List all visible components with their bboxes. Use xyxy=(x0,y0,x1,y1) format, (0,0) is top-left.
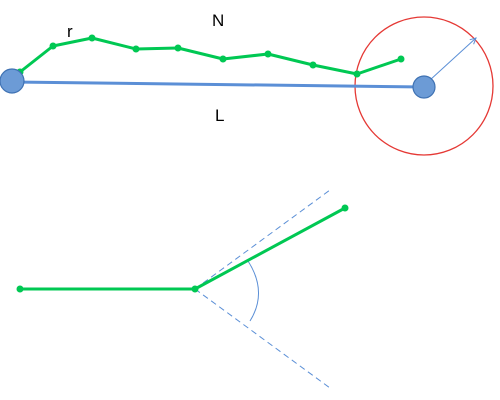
bond-segment-right xyxy=(194,206,346,291)
label-end-to-end: L xyxy=(215,106,224,125)
bead-icon xyxy=(264,50,272,58)
bead-icon xyxy=(88,34,96,42)
radius-arrow-icon xyxy=(429,38,476,81)
bead-icon xyxy=(191,285,199,293)
bead-icon xyxy=(174,44,182,52)
angle-guide-upper xyxy=(194,189,331,290)
bead-icon xyxy=(353,70,361,78)
chain-path-top xyxy=(19,36,402,76)
bead-icon xyxy=(16,285,24,293)
chain-beads xyxy=(16,34,405,78)
start-node-icon xyxy=(0,68,25,94)
bead-icon xyxy=(341,204,349,212)
bead-icon xyxy=(132,45,140,53)
bead-icon xyxy=(219,55,227,63)
bond-angle-arc xyxy=(247,260,259,322)
bead-icon xyxy=(309,61,317,69)
end-to-end-vector xyxy=(11,80,425,89)
bead-icon xyxy=(397,55,405,63)
end-node-icon xyxy=(412,75,436,99)
angle-guide-lower xyxy=(194,288,331,389)
label-segment-length: r xyxy=(67,22,73,41)
label-segment-count: N xyxy=(212,11,224,30)
bead-icon xyxy=(49,42,57,50)
